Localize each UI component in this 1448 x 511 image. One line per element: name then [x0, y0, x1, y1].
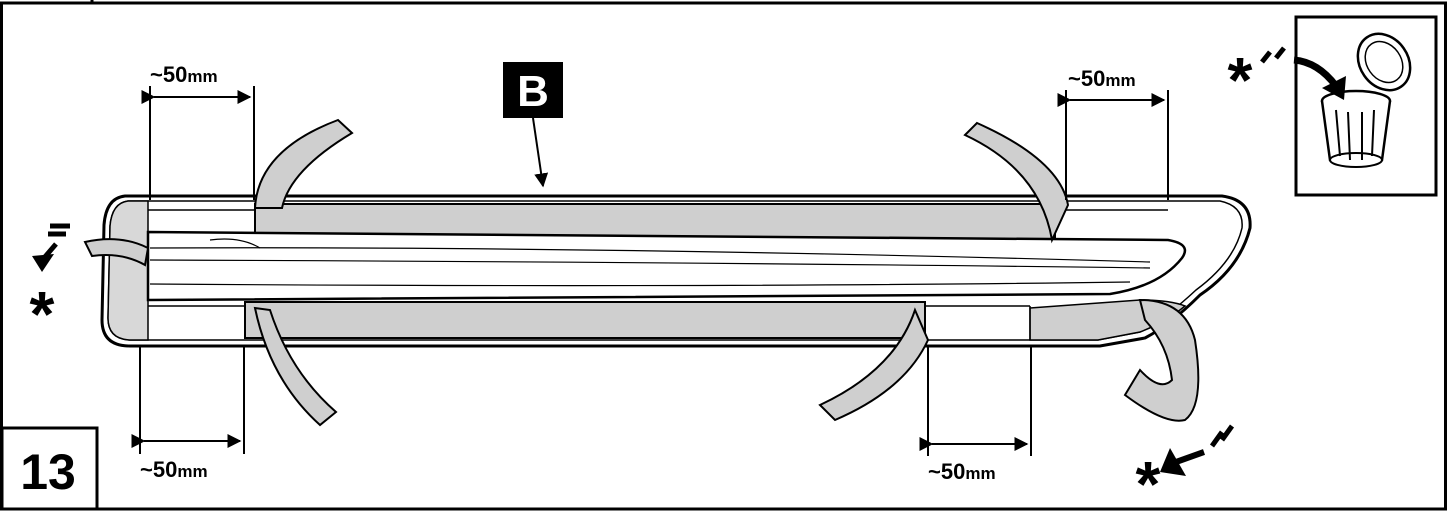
asterisk-bottom-right: * — [1136, 448, 1161, 511]
tape-flap-bottom-right — [818, 307, 930, 422]
dimension-bottom-right: ~50mm — [919, 346, 1032, 484]
part-label-text: B — [517, 67, 549, 116]
chrome-blade-highlight-1 — [149, 247, 1151, 263]
peel-arrow-icon — [1174, 449, 1206, 465]
tape-flap-top-left — [253, 118, 354, 209]
step-number: 13 — [20, 444, 76, 500]
dimension-top-right: ~50mm — [1057, 66, 1169, 200]
tape-flap-right-end — [1123, 298, 1200, 422]
chrome-blade-highlight-4 — [209, 238, 261, 249]
asterisk-left: * — [30, 278, 55, 350]
svg-text:~50mm: ~50mm — [140, 457, 208, 482]
part-label-b: B — [503, 62, 563, 188]
svg-text:~50mm: ~50mm — [1068, 66, 1136, 91]
tape-flap-top-right — [963, 121, 1070, 244]
peel-arrow-icon — [42, 223, 70, 260]
dimension-bottom-left: ~50mm — [131, 346, 245, 482]
chrome-blade — [146, 230, 1187, 302]
part-label-leader — [532, 117, 549, 188]
svg-text:~50mm: ~50mm — [928, 459, 996, 484]
asterisk-inset: * — [1228, 44, 1253, 116]
peel-marker-bottom-right: * — [1136, 424, 1235, 511]
tape-flap-bottom-left — [253, 306, 338, 427]
chrome-blade-highlight-3 — [149, 281, 1131, 287]
trim-left-end — [107, 200, 149, 341]
chrome-blade-highlight-2 — [149, 259, 1151, 269]
step-number-box: 13 — [0, 426, 99, 511]
svg-text:~50mm: ~50mm — [150, 62, 218, 87]
discard-inset: * — [1228, 15, 1438, 197]
trash-can-icon — [1320, 32, 1412, 168]
dimension-top-left: ~50mm — [141, 62, 255, 200]
adhesive-tape-bottom — [244, 301, 926, 339]
tape-flap-left-end — [83, 238, 150, 267]
peel-marker-left: * — [30, 223, 70, 350]
peel-arrow-icon — [1293, 56, 1339, 89]
